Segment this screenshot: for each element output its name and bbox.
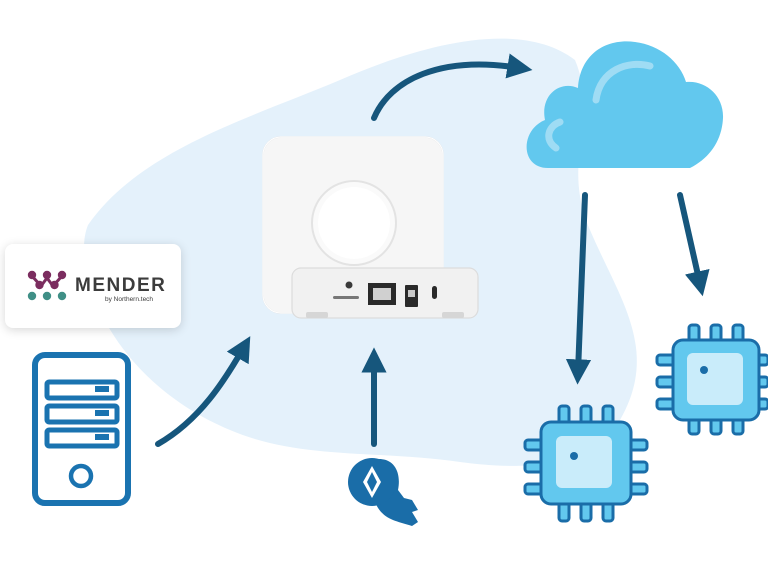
mender-logo-card: MENDER by Northern.tech	[5, 244, 181, 328]
key-icon	[348, 458, 418, 526]
arrow-icon	[565, 192, 592, 385]
mender-logo-icon	[27, 270, 67, 301]
brand-byline: by Northern.tech	[105, 296, 154, 303]
gateway-device	[262, 136, 479, 319]
chip-icon	[523, 404, 649, 523]
chip-icon	[655, 323, 768, 436]
cloud-icon	[526, 41, 724, 168]
arrow-icon	[677, 192, 710, 297]
arrow-icon	[371, 53, 533, 121]
server-icon	[32, 352, 131, 506]
arrow-icon	[155, 336, 251, 447]
brand-name: MENDER	[75, 275, 167, 296]
